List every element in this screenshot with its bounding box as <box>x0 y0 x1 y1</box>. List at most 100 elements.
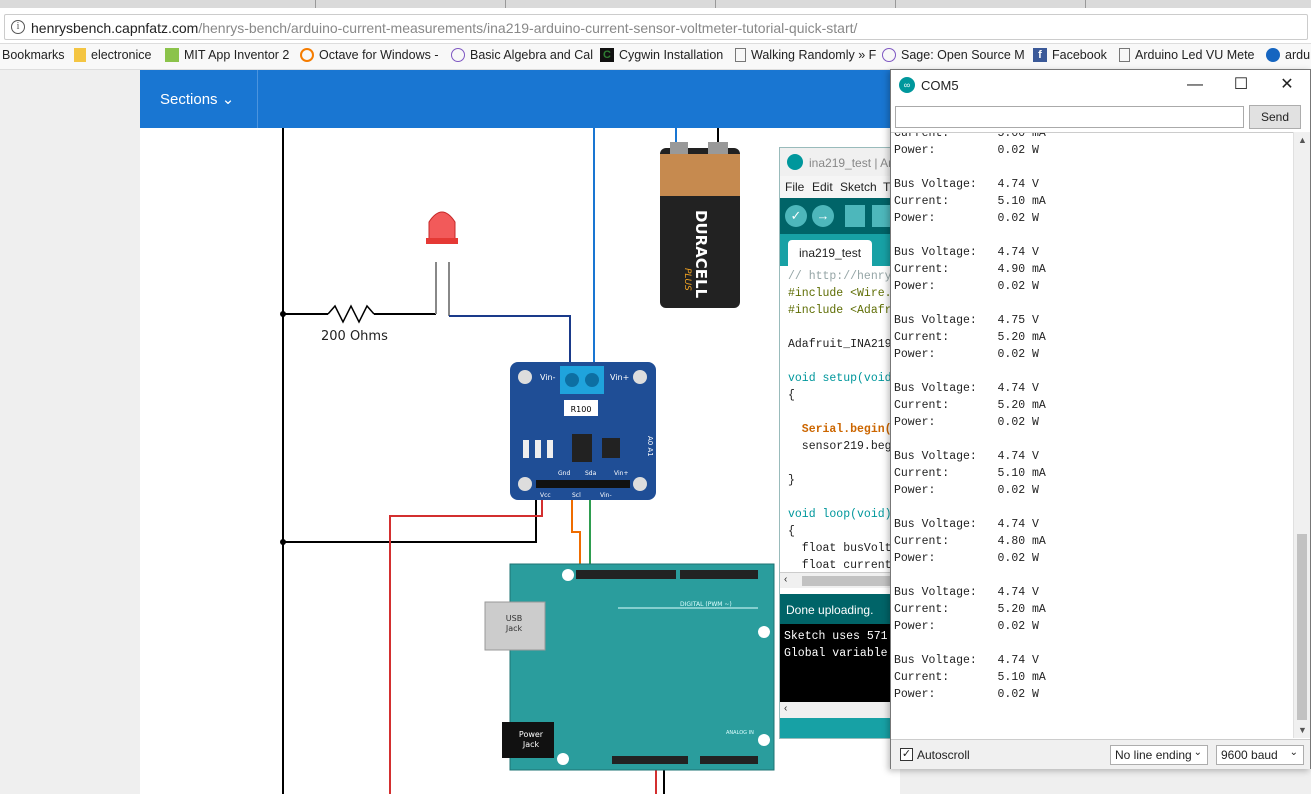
serial-line: Bus Voltage: 4.74 V <box>894 586 1039 599</box>
sections-menu[interactable]: Sections ⌄ <box>160 91 235 108</box>
pin-vcc-label: Vcc <box>540 492 551 499</box>
menu-sketch[interactable]: Sketch <box>840 180 877 194</box>
tab-ina219-test[interactable]: ina219_test <box>788 240 872 266</box>
code-line: } <box>788 474 795 487</box>
bookmark-basic-algebra[interactable]: Basic Algebra and Cal <box>451 48 593 62</box>
serial-line: Bus Voltage: 4.74 V <box>894 246 1039 259</box>
serial-vscrollbar[interactable]: ▲ ▼ <box>1293 132 1310 738</box>
pin-sda-label: Sda <box>585 470 597 477</box>
bookmark-octave[interactable]: Octave for Windows - <box>300 48 438 62</box>
open-file-icon[interactable] <box>872 205 892 227</box>
menu-edit[interactable]: Edit <box>812 180 833 194</box>
serial-line: Bus Voltage: 4.74 V <box>894 518 1039 531</box>
octave-icon <box>300 48 314 62</box>
serial-line: Current: 5.00 mA <box>894 132 1046 140</box>
serial-line: Bus Voltage: 4.74 V <box>894 654 1039 667</box>
bookmark-arduino-led[interactable]: Arduino Led VU Mete <box>1119 48 1255 62</box>
pin-gnd-label: Gnd <box>558 470 570 477</box>
autoscroll-checkbox[interactable]: ✓ <box>900 748 913 761</box>
line-ending-select[interactable]: No line ending⌄ <box>1110 745 1208 765</box>
close-icon[interactable]: ✕ <box>1280 76 1294 93</box>
sage-icon <box>451 48 465 62</box>
ide-console: Sketch uses 571 Global variable <box>780 624 898 702</box>
console-line: Global variable <box>784 647 888 660</box>
bookmark-walking-randomly[interactable]: Walking Randomly » F <box>735 48 876 62</box>
bookmark-sage[interactable]: Sage: Open Source M <box>882 48 1025 62</box>
bookmark-ardu[interactable]: ardu <box>1266 48 1310 62</box>
address-bar[interactable]: i henrysbench.capnfatz.com/henrys-bench/… <box>4 14 1308 40</box>
pin-vinplus-label: Vin+ <box>614 470 628 477</box>
code-line: void loop(void) <box>788 508 892 521</box>
sage-icon <box>882 48 896 62</box>
bookmark-mit-app-inventor[interactable]: MIT App Inventor 2 <box>165 48 289 62</box>
serial-line: Power: 0.02 W <box>894 552 1039 565</box>
info-icon[interactable]: i <box>11 20 25 34</box>
scroll-down-icon[interactable]: ▼ <box>1298 725 1307 735</box>
menu-file[interactable]: File <box>785 180 805 194</box>
browser-tab[interactable] <box>316 0 506 8</box>
code-line: sensor219.beg <box>788 440 892 453</box>
autoscroll-label: Autoscroll <box>917 748 970 762</box>
chevron-left-icon[interactable]: ‹ <box>784 703 788 714</box>
serial-titlebar[interactable]: ∞ COM5 — ☐ ✕ <box>891 70 1310 100</box>
upload-arrow-icon[interactable]: → <box>812 205 834 227</box>
ide-titlebar[interactable]: ina219_test | Ar <box>780 148 898 176</box>
browser-tab[interactable] <box>506 0 716 8</box>
browser-tab[interactable] <box>896 0 1086 8</box>
scroll-thumb[interactable] <box>802 576 892 586</box>
scroll-thumb[interactable] <box>1297 534 1307 720</box>
navbar-divider <box>257 70 258 128</box>
baud-rate-select[interactable]: 9600 baud⌄ <box>1216 745 1304 765</box>
serial-line: Current: 4.90 mA <box>894 263 1046 276</box>
send-button[interactable]: Send <box>1249 105 1301 129</box>
bookmark-bookmarks[interactable]: Bookmarks <box>2 48 65 62</box>
code-hscrollbar[interactable]: ‹ <box>780 572 898 588</box>
console-hscrollbar[interactable]: ‹ <box>780 702 898 718</box>
bookmark-electronice[interactable]: electronice <box>74 48 151 62</box>
serial-line: Current: 5.10 mA <box>894 467 1046 480</box>
chevron-down-icon: ⌄ <box>1289 747 1298 758</box>
address-bar-area: i henrysbench.capnfatz.com/henrys-bench/… <box>0 8 1311 44</box>
battery-brand: DURACELL <box>692 210 710 299</box>
serial-line: Current: 5.20 mA <box>894 603 1046 616</box>
ide-status-bar: Done uploading. <box>780 594 898 624</box>
serial-output[interactable]: Current: 5.00 mA Power: 0.02 W Bus Voltage… <box>891 132 1293 738</box>
battery-sub: PLUS <box>682 268 692 291</box>
chevron-left-icon[interactable]: ‹ <box>784 574 788 585</box>
serial-line: Current: 5.20 mA <box>894 331 1046 344</box>
serial-line: Bus Voltage: 4.75 V <box>894 314 1039 327</box>
serial-send-input[interactable] <box>895 106 1244 128</box>
pin-vinminus-label: Vin- <box>600 492 612 499</box>
code-line: // http://henry <box>788 270 892 283</box>
menu-tools[interactable]: T <box>883 180 891 194</box>
usb-jack-label-1: USB <box>506 614 522 623</box>
vin-minus-label: Vin- <box>540 373 556 382</box>
folder-icon <box>74 48 86 62</box>
cygwin-icon: C <box>600 48 614 62</box>
serial-line: Current: 5.10 mA <box>894 671 1046 684</box>
serial-line: Power: 0.02 W <box>894 416 1039 429</box>
arduino-logo-icon: ∞ <box>899 77 915 93</box>
serial-line: Power: 0.02 W <box>894 144 1039 157</box>
new-file-icon[interactable] <box>845 205 865 227</box>
browser-tab[interactable] <box>0 0 316 8</box>
serial-line: Power: 0.02 W <box>894 212 1039 225</box>
article-content: DURACELL PLUS R100 Vin- Vin+ A0 A1 Gnd S… <box>140 70 900 794</box>
code-line: void setup(void <box>788 372 892 385</box>
verify-check-icon[interactable]: ✓ <box>785 205 807 227</box>
address-pins-label: A0 A1 <box>646 436 654 457</box>
arduino-ide-window: ina219_test | Ar File Edit Sketch T ✓ → … <box>779 147 899 739</box>
serial-line: Current: 5.20 mA <box>894 399 1046 412</box>
url-text[interactable]: henrysbench.capnfatz.com/henrys-bench/ar… <box>31 20 858 36</box>
code-editor[interactable]: // http://henry #include <Wire. #include… <box>780 266 898 572</box>
facebook-icon: f <box>1033 48 1047 62</box>
code-line: Serial.begin( <box>788 423 892 436</box>
bookmarks-bar: Bookmarks electronice MIT App Inventor 2… <box>0 44 1311 70</box>
scroll-up-icon[interactable]: ▲ <box>1298 135 1307 145</box>
page-icon <box>1119 48 1130 62</box>
maximize-icon[interactable]: ☐ <box>1233 76 1249 93</box>
browser-tab[interactable] <box>716 0 896 8</box>
minimize-icon[interactable]: — <box>1187 76 1203 93</box>
